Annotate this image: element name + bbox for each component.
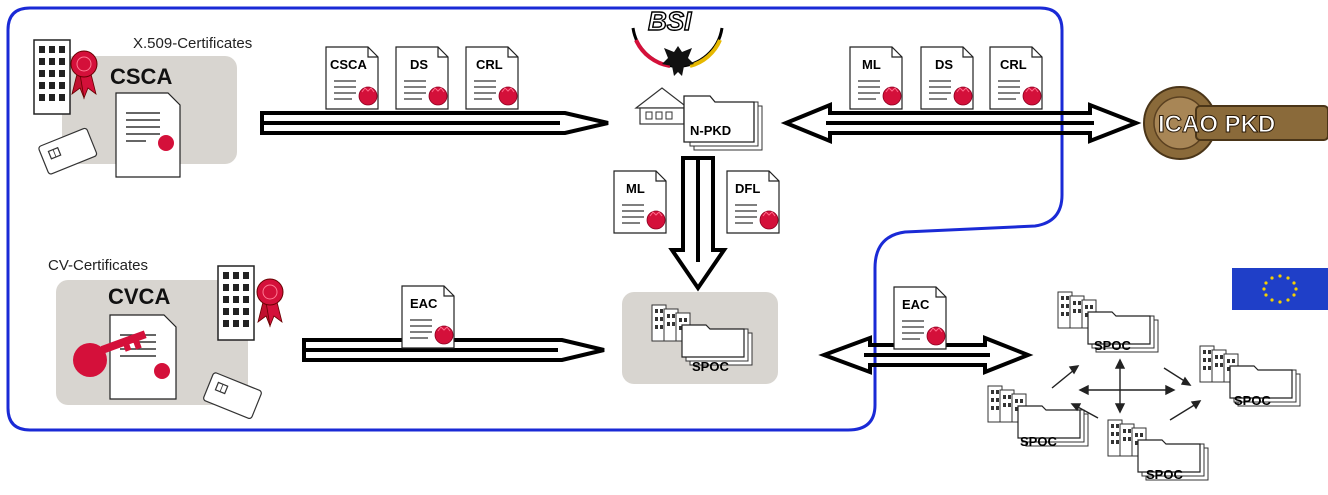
doc-label-ml: ML (626, 181, 645, 196)
certificate-document-icon: DS (395, 46, 449, 110)
eu-spoc-network: SPOC SPOC SPOC SPOC (987, 291, 1301, 482)
icao-pkd-logo: ICAO PKD (1143, 86, 1328, 160)
cv-certificates-label: CV-Certificates (48, 257, 148, 274)
certificate-document-icon: DFL (726, 170, 780, 234)
certificate-document-icon: EAC (401, 285, 455, 349)
doc-label-crl: CRL (1000, 57, 1027, 72)
arrow-npkd-icao (780, 102, 1142, 144)
doc-label-csca: CSCA (330, 57, 367, 72)
national-boundary (6, 6, 1064, 432)
certificate-document-icon: CSCA (325, 46, 379, 110)
doc-group-npkd-spoc: ML DFL (613, 170, 780, 234)
certificate-document-icon (115, 92, 181, 178)
certificate-document-icon: CRL (989, 46, 1043, 110)
doc-label-eac: EAC (902, 297, 930, 312)
doc-group-icao: ML DS CRL (849, 46, 1043, 110)
spoc-label: SPOC (1146, 467, 1183, 482)
spoc-label: SPOC (1020, 434, 1057, 449)
wax-seal-icon (256, 278, 284, 327)
eagle-icon (662, 46, 694, 76)
spoc-national: SPOC (622, 292, 778, 384)
certificate-document-icon: CRL (465, 46, 519, 110)
spoc-node-right: SPOC (1199, 345, 1301, 408)
doc-group-csca-npkd: CSCA DS CRL (325, 46, 519, 110)
certificate-document-icon: EAC (893, 286, 947, 350)
doc-label-crl: CRL (476, 57, 503, 72)
network-links (1051, 358, 1202, 421)
smart-card-icon (202, 371, 263, 420)
spoc-label: SPOC (692, 359, 729, 374)
spoc-label: SPOC (1094, 338, 1131, 353)
npkd-node: N-PKD (634, 87, 763, 151)
certificate-document-icon: ML (613, 170, 667, 234)
spoc-label: SPOC (1234, 393, 1271, 408)
spoc-node-top: SPOC (1057, 291, 1159, 353)
npkd-label: N-PKD (690, 123, 731, 138)
bsi-logo: BSI (631, 5, 724, 76)
arrow-spoc-eu (818, 335, 1034, 375)
arrow-csca-to-npkd (260, 111, 609, 135)
certificate-document-icon: DS (920, 46, 974, 110)
spoc-node-bottom: SPOC (1107, 419, 1209, 482)
office-building-icon (33, 39, 71, 115)
doc-label-ds: DS (935, 57, 953, 72)
csca-label: CSCA (110, 64, 172, 89)
folder-stack-icon (683, 95, 763, 151)
csca-panel: X.509-Certificates CSCA (33, 35, 252, 178)
doc-label-ml: ML (862, 57, 881, 72)
office-building-icon (217, 265, 255, 341)
doc-label-ds: DS (410, 57, 428, 72)
certificate-document-icon (109, 314, 177, 400)
cvca-panel: CV-Certificates CVCA (48, 257, 284, 420)
icao-pkd-wordmark: ICAO PKD (1158, 111, 1275, 138)
key-icon (73, 330, 147, 377)
arrow-cvca-to-spoc (302, 338, 605, 362)
cvca-label: CVCA (108, 284, 170, 309)
smart-card-icon (37, 126, 99, 176)
arrow-npkd-to-spoc (668, 156, 728, 292)
house-icon (634, 87, 690, 125)
certificate-document-icon: ML (849, 46, 903, 110)
x509-certificates-label: X.509-Certificates (133, 35, 252, 52)
bsi-wordmark: BSI (648, 6, 692, 36)
doc-label-dfl: DFL (735, 181, 760, 196)
doc-label-eac: EAC (410, 296, 438, 311)
doc-group-cvca-spoc: EAC (401, 285, 455, 349)
doc-group-spoc-exchange: EAC (893, 286, 947, 350)
spoc-node-left: SPOC (987, 385, 1089, 449)
eu-flag-icon (1232, 268, 1328, 310)
